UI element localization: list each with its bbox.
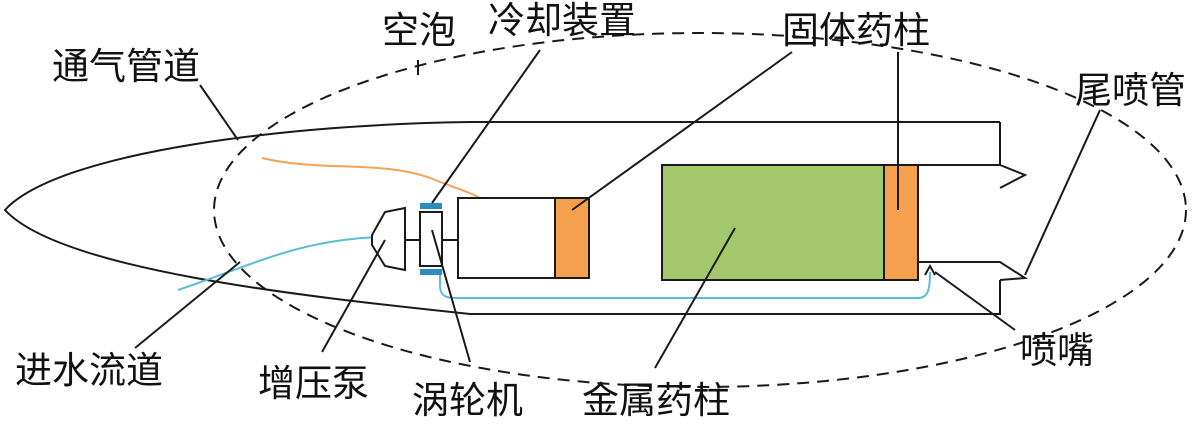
- metal-grain: [661, 164, 885, 281]
- turbine: [419, 211, 443, 267]
- label-turbine: 涡轮机: [412, 379, 523, 422]
- label-cavity: 空泡: [382, 9, 456, 52]
- label-nozzle: 喷嘴: [1020, 329, 1094, 372]
- booster-pump: [371, 206, 406, 272]
- leader-cooling: [431, 49, 541, 204]
- solid-grain-front: [554, 197, 590, 279]
- leader-vent: [199, 84, 239, 141]
- vent-pipe: [261, 157, 481, 199]
- solid-grain-rear: [883, 164, 919, 281]
- front-chamber: [457, 197, 556, 279]
- label-pump: 增压泵: [258, 362, 369, 405]
- cavity-bubble: [213, 32, 1187, 388]
- tail-pipe-upper: [918, 164, 1028, 189]
- tail-pipe-lower: [918, 261, 1029, 281]
- label-vent-pipe: 通气管道: [52, 45, 200, 88]
- label-tail-pipe: 尾喷管: [1075, 69, 1186, 112]
- label-metal-grain: 金属药柱: [582, 379, 730, 422]
- leader-turbine: [431, 229, 471, 363]
- label-cooling-device: 冷却装置: [488, 0, 636, 42]
- leader-water-inlet: [134, 261, 241, 349]
- cooling-device-top: [420, 203, 442, 209]
- label-water-inlet: 进水流道: [15, 349, 163, 392]
- water-feed-pipe: [439, 270, 931, 299]
- leader-pump: [321, 239, 386, 353]
- cooling-device-bottom: [420, 269, 442, 275]
- leader-solid-grain: [571, 51, 793, 211]
- leader-tail-pipe: [1024, 109, 1101, 276]
- label-solid-grain: 固体药柱: [782, 9, 930, 52]
- leader-metal-grain: [654, 227, 736, 369]
- leader-nozzle: [934, 271, 1016, 331]
- water-inlet-pipe: [177, 236, 381, 291]
- vehicle-hull: [3, 121, 1001, 315]
- nozzle-marker: [924, 263, 936, 276]
